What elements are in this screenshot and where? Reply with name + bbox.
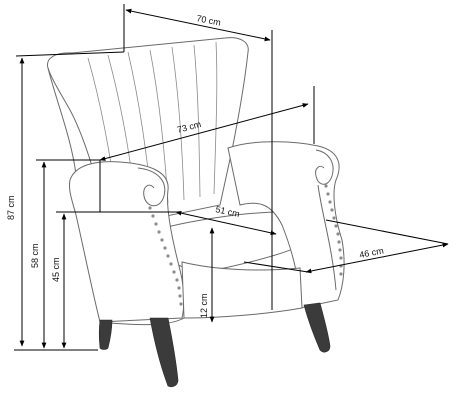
seat-width-dimension [305, 242, 449, 274]
label-seat-height: 45 cm [51, 257, 61, 282]
left-arm [69, 161, 185, 323]
left-wing [47, 67, 77, 176]
label-arm-height: 58 cm [30, 243, 40, 268]
label-seat-depth: 51 cm [215, 204, 241, 219]
seat-width-extension-left [243, 261, 309, 273]
right-arm-panel [317, 184, 337, 291]
total-height-extension-top [15, 51, 125, 57]
front-right-leg [303, 302, 331, 353]
seat-width-extension-right [325, 219, 449, 245]
front-left-leg [149, 317, 179, 388]
dimension-labels: 70 cm 73 cm 51 cm 46 cm 12 cm 87 cm 58 c… [6, 13, 384, 318]
right-arm-scroll [315, 149, 334, 185]
label-leg-height: 12 cm [199, 293, 209, 318]
seat-depth-dimension [175, 210, 277, 236]
label-top-width: 70 cm [196, 13, 222, 27]
back-left-leg [98, 319, 113, 350]
left-arm-scroll [137, 167, 166, 207]
diagonal-depth-dimension [99, 103, 309, 161]
label-seat-width: 46 cm [358, 245, 384, 259]
chair-legs [98, 302, 331, 388]
label-total-height: 87 cm [6, 195, 16, 220]
dimension-lines [14, 4, 449, 351]
top-width-dimension [125, 8, 271, 42]
